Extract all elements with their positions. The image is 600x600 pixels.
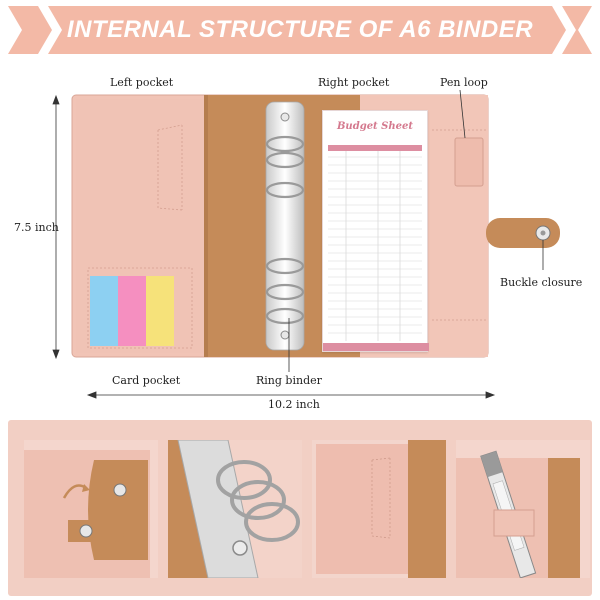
left-pocket-slots — [87, 124, 193, 349]
pen-loop — [454, 137, 484, 187]
detail-buckle — [24, 440, 158, 578]
pen-loop-strap — [493, 509, 535, 537]
ring-binder-label: Ring binder — [256, 374, 322, 387]
ring-rivets — [280, 112, 290, 340]
banner-ribbon — [8, 6, 592, 54]
right-pocket-stitch — [432, 129, 486, 321]
title-banner: INTERNAL STRUCTURE OF A6 BINDER — [8, 6, 592, 54]
buckle-strap — [486, 218, 560, 248]
height-label: 7.5 inch — [14, 221, 59, 234]
pen-loop-label: Pen loop — [440, 76, 488, 89]
left-pocket-label: Left pocket — [110, 76, 174, 89]
card-pocket-label: Card pocket — [112, 374, 181, 387]
budget-sheet-title: Budget Sheet — [336, 121, 413, 132]
width-label: 10.2 inch — [268, 398, 320, 411]
detail-pen-loop — [456, 440, 590, 578]
sticky-note-yellow — [146, 276, 174, 346]
detail-rings — [168, 440, 302, 578]
sticky-note-pink — [118, 276, 146, 346]
right-pocket-label: Right pocket — [318, 76, 390, 89]
detail-panel — [8, 420, 592, 596]
sticky-note-blue — [90, 276, 118, 346]
detail-pocket — [312, 440, 446, 578]
rings — [265, 135, 305, 325]
banner-title: INTERNAL STRUCTURE OF A6 BINDER — [66, 16, 534, 43]
ring-plate — [265, 101, 305, 351]
budget-sheet: Budget Sheet — [322, 110, 429, 352]
snap-button-icon — [79, 524, 93, 538]
binder-illustration — [71, 94, 560, 358]
buckle-closure-label: Buckle closure — [500, 276, 583, 289]
budget-sheet-grid — [328, 145, 422, 341]
budget-sheet-band — [323, 343, 429, 351]
